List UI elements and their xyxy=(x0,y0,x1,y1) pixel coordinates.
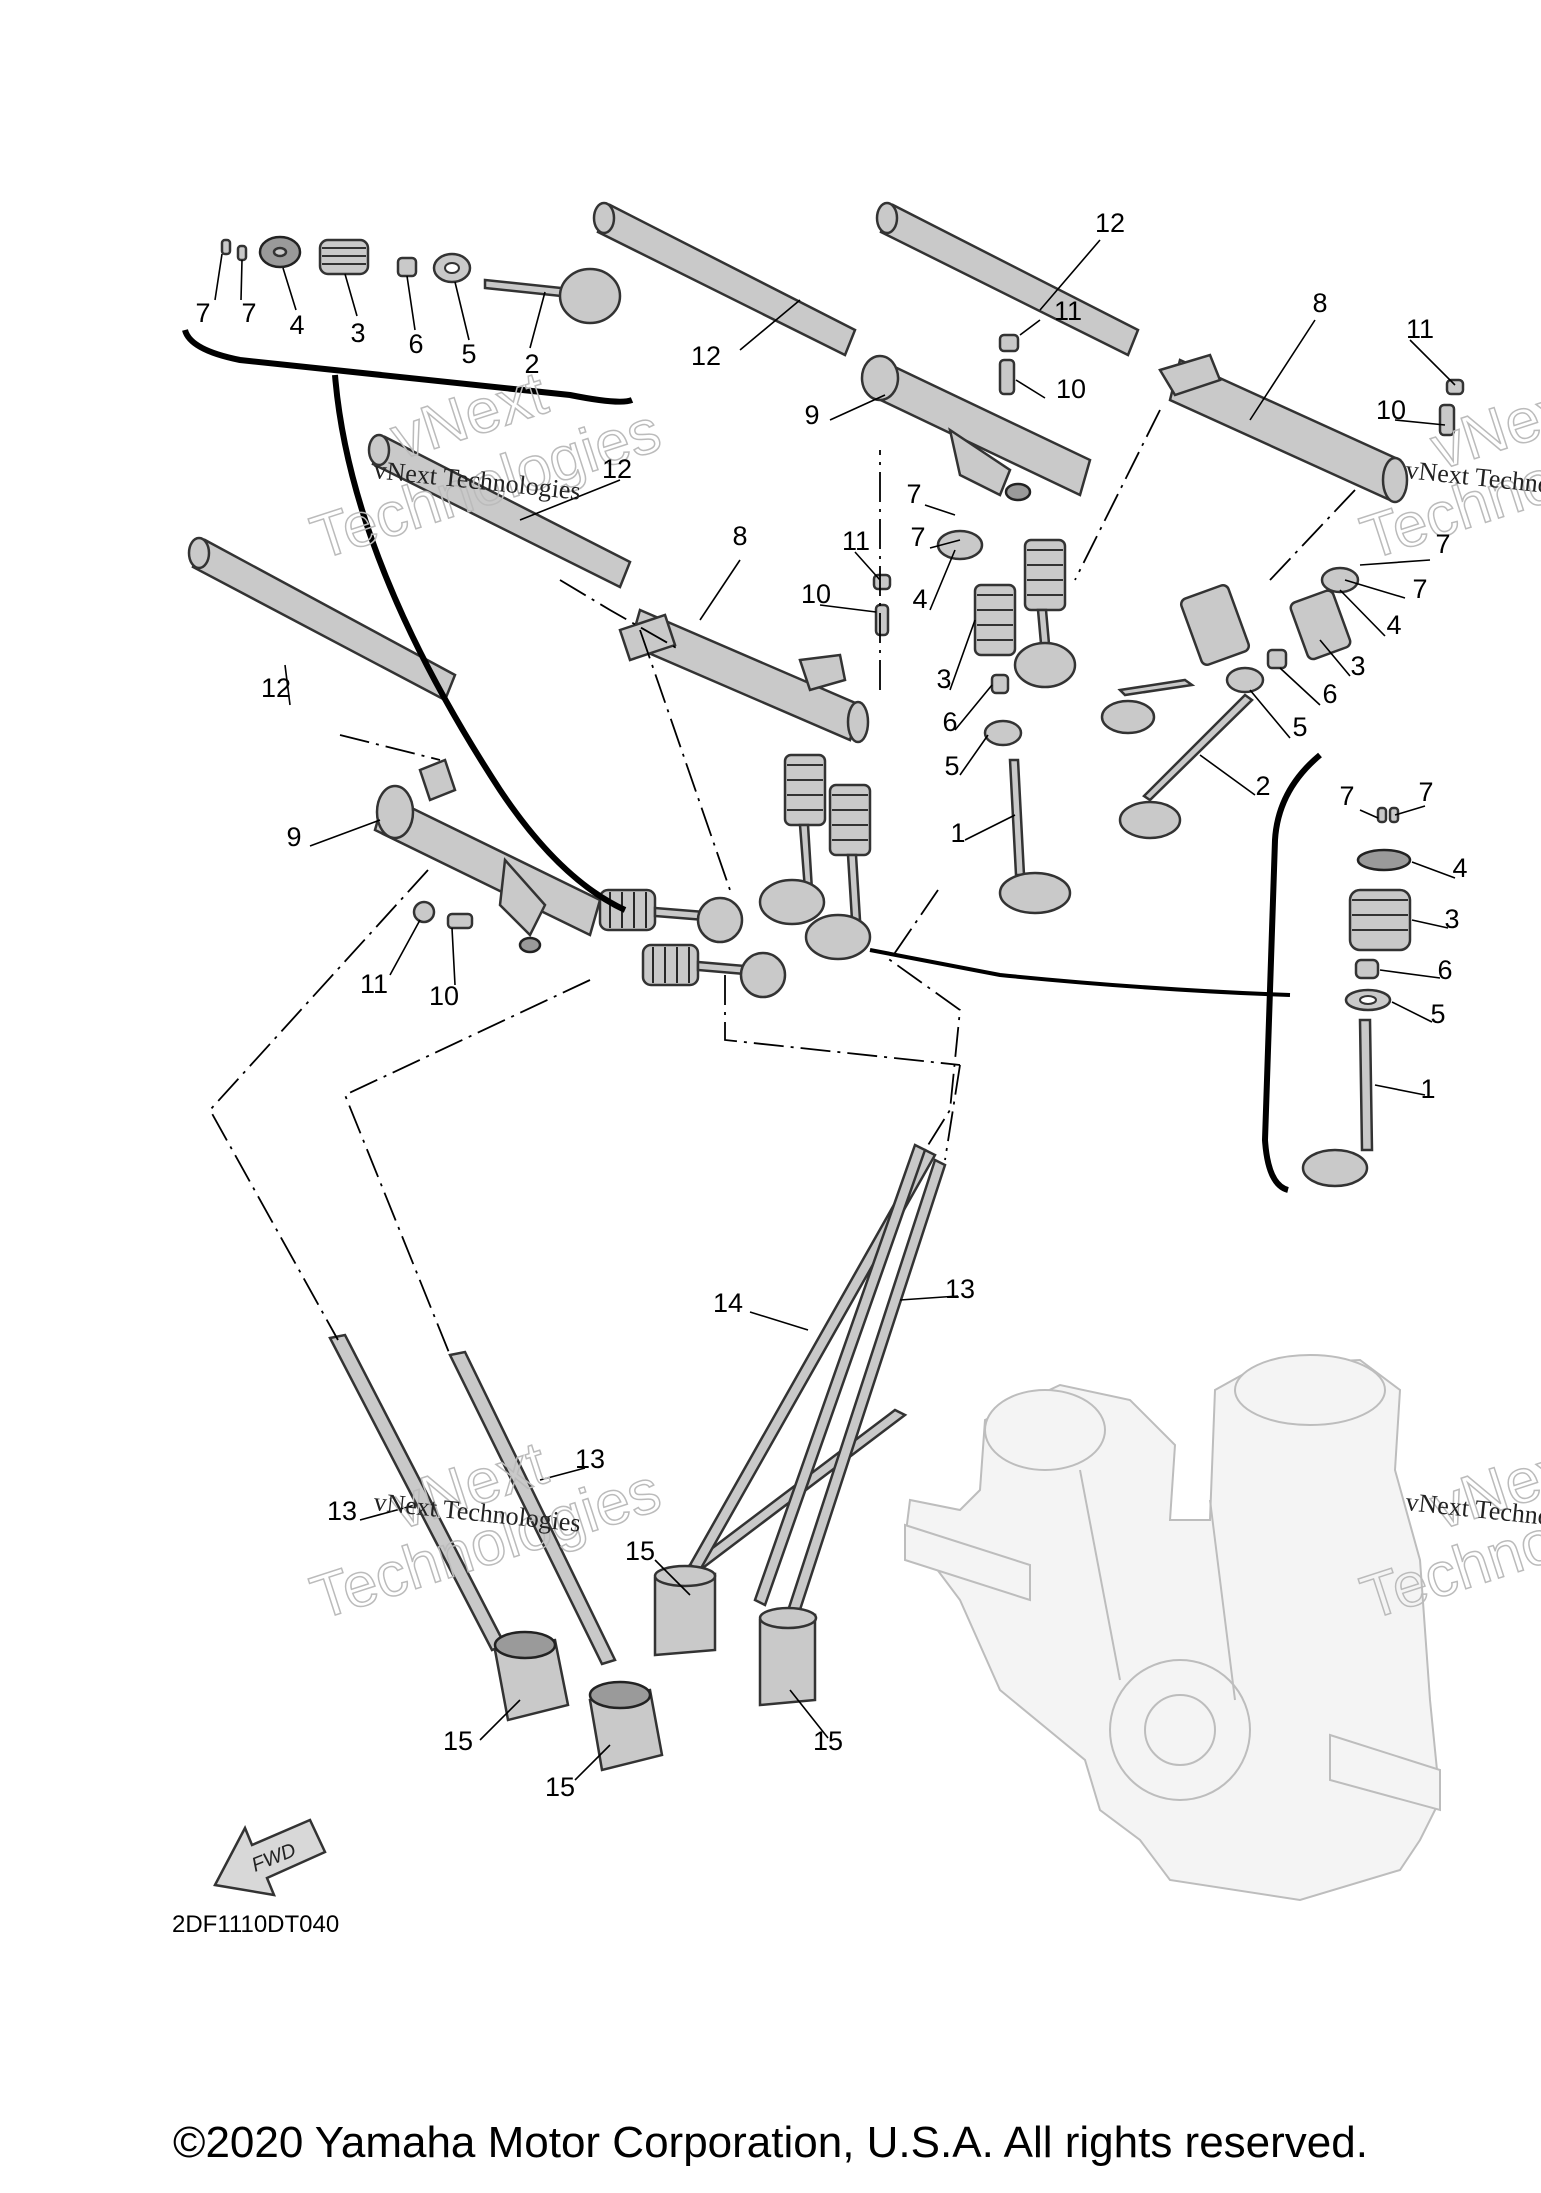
valve-springs-center xyxy=(936,529,1077,915)
callout-6: 6 xyxy=(1437,955,1452,985)
callout-11: 11 xyxy=(842,526,870,556)
lifters xyxy=(493,1564,818,1772)
group-lines xyxy=(332,374,1291,997)
callout-13: 13 xyxy=(945,1274,975,1304)
callout-10: 10 xyxy=(429,981,459,1011)
callout-3: 3 xyxy=(936,664,951,694)
callout-13: 13 xyxy=(575,1444,605,1474)
callout-10: 10 xyxy=(1376,395,1406,425)
callout-8: 8 xyxy=(1312,288,1327,318)
callout-1: 1 xyxy=(1420,1074,1435,1104)
callout-12: 12 xyxy=(602,454,632,484)
copyright-notice: ©2020 Yamaha Motor Corporation, U.S.A. A… xyxy=(173,2118,1368,2167)
callout-15: 15 xyxy=(443,1726,473,1756)
callout-5: 5 xyxy=(944,751,959,781)
valve-springs-lower-left xyxy=(598,888,787,999)
watermark-bottom-left: vNext Technologies vNext Technologies xyxy=(302,1428,669,1634)
callout-4: 4 xyxy=(1386,610,1401,640)
shaft-12-mid-left xyxy=(367,433,632,589)
top-left-valve-set xyxy=(182,235,634,405)
callout-13: 13 xyxy=(327,1496,357,1526)
callout-11: 11 xyxy=(360,969,388,999)
callout-15: 15 xyxy=(625,1536,655,1566)
rocker-8-middle xyxy=(618,573,892,744)
callout-7: 7 xyxy=(1435,529,1450,559)
callout-3: 3 xyxy=(1350,651,1365,681)
callout-3: 3 xyxy=(1444,904,1459,934)
fwd-arrow-icon: FWD xyxy=(213,1818,327,1897)
callout-7: 7 xyxy=(1418,777,1433,807)
callout-3: 3 xyxy=(350,318,365,348)
callout-5: 5 xyxy=(1292,712,1307,742)
callout-4: 4 xyxy=(912,584,927,614)
callout-7: 7 xyxy=(906,479,921,509)
callout-12: 12 xyxy=(1095,208,1125,238)
valve-springs-right xyxy=(1100,566,1360,840)
callout-14: 14 xyxy=(713,1288,743,1318)
callout-12: 12 xyxy=(691,341,721,371)
rocker-9-upper xyxy=(860,333,1092,502)
pushrods xyxy=(328,1143,947,1666)
right-valve-set xyxy=(1261,752,1412,1193)
callout-4: 4 xyxy=(1452,853,1467,883)
diagram-code: 2DF1110DT040 xyxy=(172,1911,339,1938)
leader-lines xyxy=(214,239,1456,1781)
callout-8: 8 xyxy=(732,521,747,551)
callout-7: 7 xyxy=(1339,781,1354,811)
rocker-8-upper-right xyxy=(1158,353,1465,504)
callout-7: 7 xyxy=(195,298,210,328)
callout-7: 7 xyxy=(1412,574,1427,604)
callout-6: 6 xyxy=(408,329,423,359)
callout-15: 15 xyxy=(545,1772,575,1802)
callout-7: 7 xyxy=(241,298,256,328)
callout-2: 2 xyxy=(524,349,539,379)
callout-10: 10 xyxy=(1056,374,1086,404)
callout-5: 5 xyxy=(461,339,476,369)
valve-springs-middle xyxy=(758,753,872,961)
callout-6: 6 xyxy=(1322,679,1337,709)
rocker-9-left xyxy=(373,758,602,954)
callout-4: 4 xyxy=(289,310,304,340)
callout-12: 12 xyxy=(261,673,291,703)
engine-block-illustration xyxy=(903,1354,1442,1902)
callout-2: 2 xyxy=(1255,771,1270,801)
callout-11: 11 xyxy=(1406,314,1434,344)
callout-1: 1 xyxy=(950,818,965,848)
callout-11: 11 xyxy=(1054,296,1082,326)
shaft-12-upper-right xyxy=(875,201,1140,357)
callout-6: 6 xyxy=(942,707,957,737)
shaft-12-upper-middle xyxy=(592,201,857,357)
callout-7: 7 xyxy=(910,522,925,552)
alignment-lines xyxy=(208,409,1356,1356)
watermark-top-right: vNext Technologies vNext Technologies xyxy=(1352,368,1541,574)
callout-5: 5 xyxy=(1430,999,1445,1029)
callout-10: 10 xyxy=(801,579,831,609)
callout-9: 9 xyxy=(804,400,819,430)
callout-15: 15 xyxy=(813,1726,843,1756)
callout-9: 9 xyxy=(286,822,301,852)
